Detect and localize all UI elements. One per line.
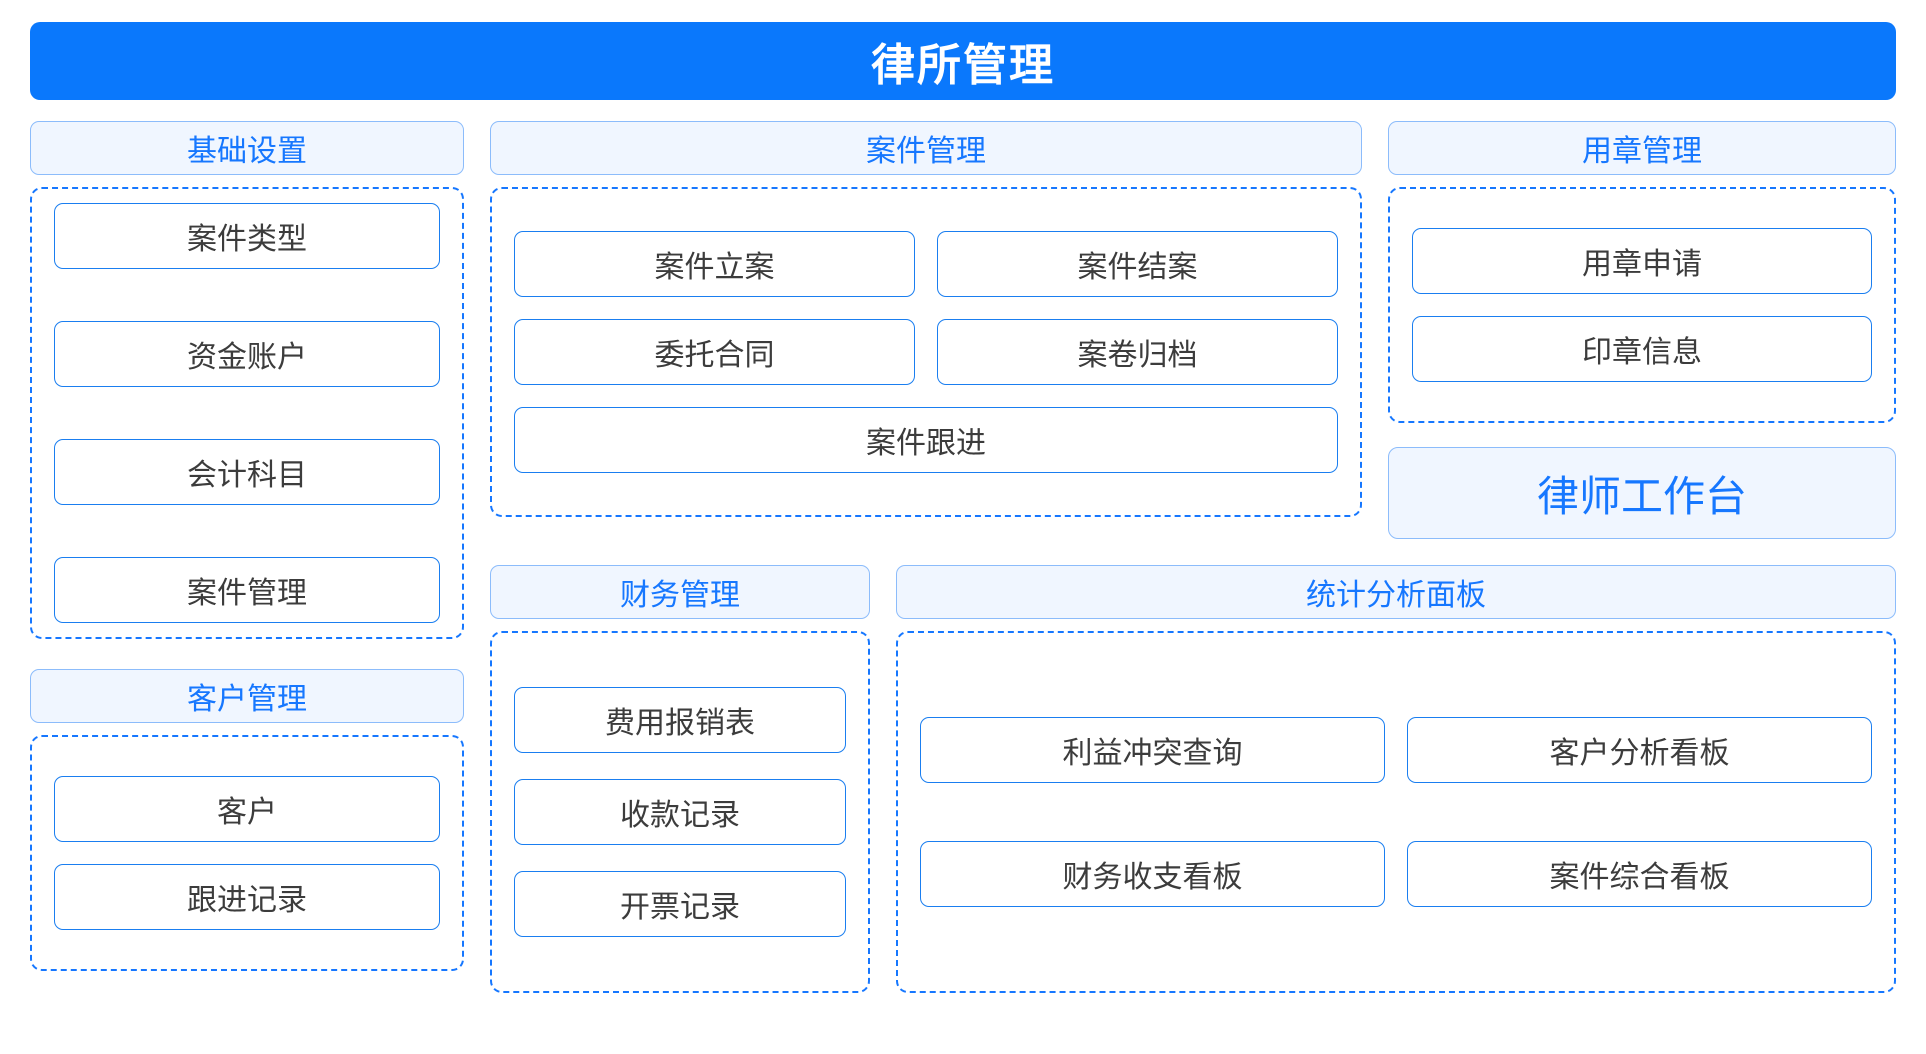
right-column: 用章管理 用章申请 印章信息 律师工作台 <box>1388 121 1896 539</box>
item-label: 印章信息 <box>1582 336 1702 369</box>
group-header-basic-settings: 基础设置 <box>30 121 464 175</box>
group-body-basic-settings: 案件类型 资金账户 会计科目 案件管理 <box>30 187 464 639</box>
item-accounting-subject[interactable]: 会计科目 <box>54 439 440 505</box>
item-label: 开票记录 <box>620 891 740 924</box>
group-title-basic-settings: 基础设置 <box>187 135 307 168</box>
group-header-client-management: 客户管理 <box>30 669 464 723</box>
item-label: 案卷归档 <box>1077 339 1198 372</box>
left-column: 基础设置 案件类型 资金账户 会计科目 案件管理 <box>30 121 464 971</box>
group-header-case-management: 案件管理 <box>490 121 1362 175</box>
right-side-area: 案件管理 案件立案 案件结案 委 <box>490 121 1896 993</box>
group-title-finance-management: 财务管理 <box>620 579 740 612</box>
upper-area: 案件管理 案件立案 案件结案 委 <box>490 121 1896 539</box>
group-finance-management: 财务管理 费用报销表 收款记录 开票记录 <box>490 565 870 993</box>
item-label: 案件综合看板 <box>1549 861 1730 894</box>
item-client-analysis-board[interactable]: 客户分析看板 <box>1407 717 1872 783</box>
item-label: 客户分析看板 <box>1549 737 1730 770</box>
item-case-filing[interactable]: 案件立案 <box>514 231 915 297</box>
item-case-comprehensive-board[interactable]: 案件综合看板 <box>1407 841 1872 907</box>
item-label: 费用报销表 <box>605 707 755 740</box>
group-statistics-panel: 统计分析面板 利益冲突查询 客户分析看板 <box>896 565 1896 993</box>
item-label: 案件管理 <box>187 577 307 610</box>
lower-area: 财务管理 费用报销表 收款记录 开票记录 <box>490 565 1896 993</box>
item-label: 案件立案 <box>654 251 775 284</box>
item-follow-up-record[interactable]: 跟进记录 <box>54 864 440 930</box>
stats-row-1: 利益冲突查询 客户分析看板 <box>920 717 1872 783</box>
item-label: 财务收支看板 <box>1062 861 1243 894</box>
group-header-finance-management: 财务管理 <box>490 565 870 619</box>
item-fund-account[interactable]: 资金账户 <box>54 321 440 387</box>
columns-layout: 基础设置 案件类型 资金账户 会计科目 案件管理 <box>30 121 1896 993</box>
item-case-type[interactable]: 案件类型 <box>54 203 440 269</box>
item-case-file-archiving[interactable]: 案卷归档 <box>937 319 1338 385</box>
stats-row-2: 财务收支看板 案件综合看板 <box>920 841 1872 907</box>
item-label: 案件结案 <box>1077 251 1198 284</box>
item-case-closing[interactable]: 案件结案 <box>937 231 1338 297</box>
group-body-case-management: 案件立案 案件结案 委托合同 案卷归档 <box>490 187 1362 517</box>
group-body-client-management: 客户 跟进记录 <box>30 735 464 971</box>
item-label: 用章申请 <box>1582 248 1702 281</box>
page-title: 律所管理 <box>871 41 1055 90</box>
page-title-banner: 律所管理 <box>30 22 1896 100</box>
case-row-3: 案件跟进 <box>514 407 1338 473</box>
group-title-seal-management: 用章管理 <box>1582 135 1702 168</box>
item-seal-info[interactable]: 印章信息 <box>1412 316 1872 382</box>
item-label: 收款记录 <box>620 799 740 832</box>
item-label: 案件类型 <box>187 223 307 256</box>
group-client-management: 客户管理 客户 跟进记录 <box>30 669 464 971</box>
lawyer-workbench-card[interactable]: 律师工作台 <box>1388 447 1896 539</box>
item-conflict-of-interest-query[interactable]: 利益冲突查询 <box>920 717 1385 783</box>
item-label: 利益冲突查询 <box>1062 737 1243 770</box>
case-row-1: 案件立案 案件结案 <box>514 231 1338 297</box>
item-financial-income-expense-board[interactable]: 财务收支看板 <box>920 841 1385 907</box>
group-body-statistics-panel: 利益冲突查询 客户分析看板 财务收支看板 案件综合看板 <box>896 631 1896 993</box>
item-seal-application[interactable]: 用章申请 <box>1412 228 1872 294</box>
item-label: 资金账户 <box>187 341 307 374</box>
group-seal-management: 用章管理 用章申请 印章信息 <box>1388 121 1896 423</box>
group-title-statistics-panel: 统计分析面板 <box>1306 579 1486 612</box>
group-title-client-management: 客户管理 <box>187 683 307 716</box>
group-basic-settings: 基础设置 案件类型 资金账户 会计科目 案件管理 <box>30 121 464 639</box>
group-body-seal-management: 用章申请 印章信息 <box>1388 187 1896 423</box>
item-case-management[interactable]: 案件管理 <box>54 557 440 623</box>
item-case-follow-up[interactable]: 案件跟进 <box>514 407 1338 473</box>
item-client[interactable]: 客户 <box>54 776 440 842</box>
lawyer-workbench-label: 律师工作台 <box>1536 472 1747 520</box>
group-title-case-management: 案件管理 <box>866 135 986 168</box>
item-label: 客户 <box>217 796 277 829</box>
item-label: 委托合同 <box>654 339 775 372</box>
item-invoice-record[interactable]: 开票记录 <box>514 871 846 937</box>
item-expense-reimbursement[interactable]: 费用报销表 <box>514 687 846 753</box>
item-label: 跟进记录 <box>187 884 307 917</box>
group-header-statistics-panel: 统计分析面板 <box>896 565 1896 619</box>
group-case-management: 案件管理 案件立案 案件结案 委 <box>490 121 1362 517</box>
group-body-finance-management: 费用报销表 收款记录 开票记录 <box>490 631 870 993</box>
group-header-seal-management: 用章管理 <box>1388 121 1896 175</box>
item-payment-record[interactable]: 收款记录 <box>514 779 846 845</box>
case-row-2: 委托合同 案卷归档 <box>514 319 1338 385</box>
item-label: 案件跟进 <box>866 427 986 460</box>
item-label: 会计科目 <box>187 459 307 492</box>
item-engagement-contract[interactable]: 委托合同 <box>514 319 915 385</box>
